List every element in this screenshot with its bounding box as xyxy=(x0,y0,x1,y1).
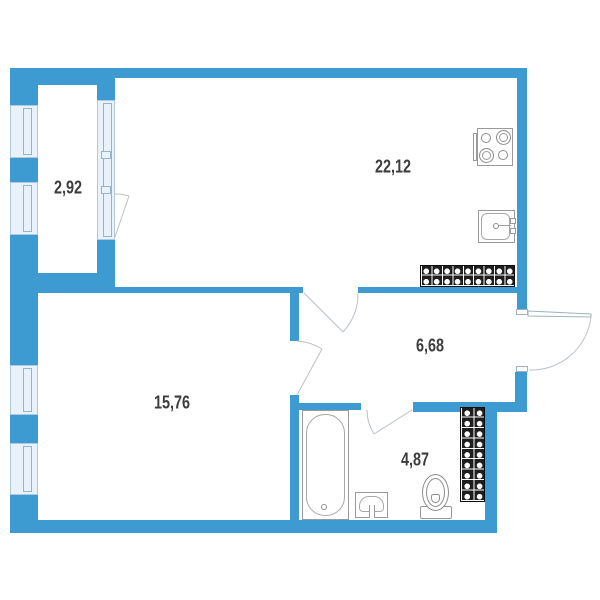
room-area-label-bathroom: 4,87 xyxy=(400,449,430,470)
room-window-2 xyxy=(10,443,38,495)
room-window-1 xyxy=(10,365,38,415)
wall-balcony-partition-bottom xyxy=(97,240,115,293)
sink-drain xyxy=(493,223,499,229)
living-room-door xyxy=(296,340,323,396)
stove-burner-large-tr xyxy=(496,130,511,145)
bathroom-door xyxy=(366,409,413,435)
room-area-label-living: 15,76 xyxy=(153,392,191,413)
bathtub-inner xyxy=(306,414,345,516)
wall-top xyxy=(10,68,527,78)
bathtub-drain xyxy=(321,504,327,510)
sink-faucet-bottom xyxy=(510,228,516,234)
stove-burner-small-br xyxy=(498,150,508,160)
sink-faucet-stem xyxy=(499,225,511,226)
wall-kitchen-hall-left xyxy=(115,287,303,293)
wall-kitchen-hall-right xyxy=(358,287,517,293)
window-glass xyxy=(23,185,32,232)
toilet-flush xyxy=(431,494,440,503)
balcony-window-2 xyxy=(10,182,38,235)
balcony-door xyxy=(114,193,130,238)
balcony-window-1 xyxy=(10,105,38,158)
wall-partition-upper xyxy=(290,287,299,341)
wall-partition-lower xyxy=(290,395,299,520)
wall-balcony-partition-top xyxy=(97,85,115,100)
room-area-label-balcony: 2,92 xyxy=(53,177,83,198)
wall-bottom xyxy=(10,520,497,533)
kitchen-door xyxy=(303,292,359,333)
wall-bathroom-right xyxy=(485,412,497,523)
toilet-bowl-inner xyxy=(426,478,445,507)
wall-balcony-bottom xyxy=(10,273,115,293)
entrance-door xyxy=(527,310,592,371)
washbasin-tap xyxy=(369,505,375,518)
window-divider xyxy=(101,151,111,159)
window-glass xyxy=(23,368,32,412)
wall-right-upper xyxy=(517,68,527,310)
bathtub-icon xyxy=(302,410,349,520)
window-glass xyxy=(103,103,112,237)
wall-bathroom-top-left xyxy=(293,403,361,410)
window-glass xyxy=(23,446,32,492)
window-glass xyxy=(23,108,32,155)
entrance-jamb-bottom xyxy=(516,366,528,372)
entrance-jamb-top xyxy=(516,309,528,315)
sink-basin xyxy=(481,213,510,240)
room-area-label-kitchen: 22,12 xyxy=(374,156,412,177)
stove-handle xyxy=(473,133,477,161)
room-area-label-hallway: 6,68 xyxy=(415,335,445,356)
window-divider xyxy=(101,186,111,194)
balcony-block-window xyxy=(97,100,115,240)
vent-duct-grid-bathroom xyxy=(460,407,485,502)
vent-duct-grid-kitchen xyxy=(420,265,515,287)
stove-burner-large-bl xyxy=(479,148,494,163)
stove-burner-small-tl xyxy=(481,133,491,143)
sink-faucet-top xyxy=(510,218,516,224)
